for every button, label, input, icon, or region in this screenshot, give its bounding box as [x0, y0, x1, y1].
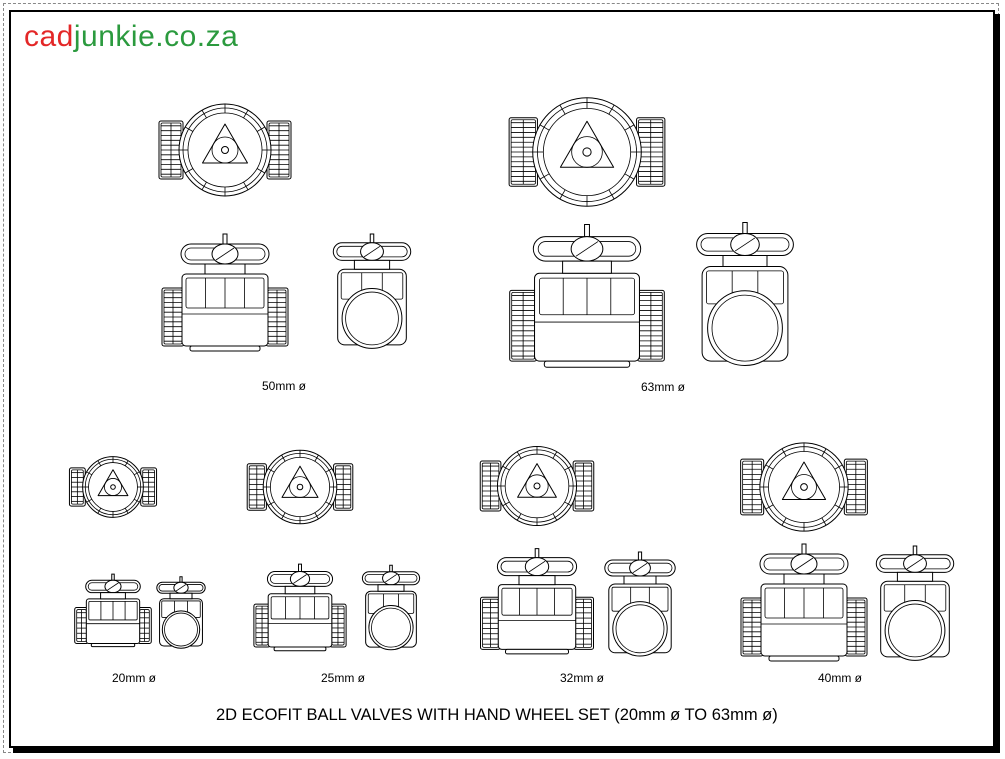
label-25mm: 25mm ø [321, 671, 366, 685]
valve-63mm-side-view [697, 223, 794, 366]
border-shadow-bottom [13, 748, 1000, 753]
valve-63mm-front-view [510, 224, 665, 367]
border-shadow-right [995, 14, 1000, 751]
label-20mm: 20mm ø [112, 671, 157, 685]
valve-32mm-side-view [605, 552, 675, 656]
valve-40mm-front-view [741, 544, 867, 661]
valve-32mm-top-view [480, 446, 594, 525]
valve-50mm-side-view [333, 234, 410, 348]
valve-32mm-front-view [481, 549, 594, 654]
valve-20mm-side-view [157, 577, 205, 649]
label-40mm: 40mm ø [818, 671, 863, 685]
label-63mm: 63mm ø [641, 380, 686, 394]
valve-40mm-side-view [876, 546, 953, 660]
label-32mm: 32mm ø [560, 671, 605, 685]
valve-20mm-front-view [75, 574, 152, 647]
valve-25mm-front-view [254, 564, 346, 651]
valve-50mm-top-view [159, 104, 291, 196]
valve-50mm-front-view [162, 234, 288, 351]
valve-25mm-side-view [362, 565, 419, 650]
drawing-frame [9, 10, 995, 748]
valve-20mm-top-view [69, 457, 156, 518]
logo-part-cad: cad [24, 20, 74, 53]
site-logo: cadjunkie.co.za [24, 20, 238, 54]
drawing-title: 2D ECOFIT BALL VALVES WITH HAND WHEEL SE… [216, 706, 778, 724]
label-50mm: 50mm ø [262, 379, 307, 393]
logo-part-junkie: junkie.co.za [73, 20, 239, 53]
valve-40mm-top-view [741, 443, 868, 531]
valve-63mm-top-view [509, 98, 665, 207]
valve-25mm-top-view [247, 450, 353, 524]
